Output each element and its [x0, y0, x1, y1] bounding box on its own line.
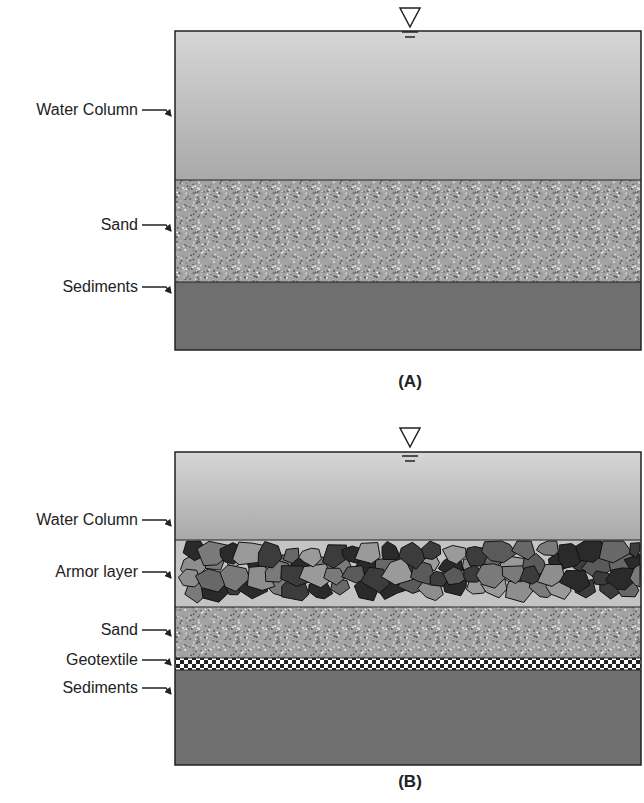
layer-label: Sediments — [62, 678, 138, 698]
layer-label: Armor layer — [55, 562, 138, 582]
panel-a — [175, 8, 641, 350]
panel-b — [175, 428, 641, 765]
layer-label: Sand — [101, 215, 138, 235]
layer-label: Water Column — [36, 100, 138, 120]
panel-caption: (A) — [398, 372, 422, 392]
layer-label: Water Column — [36, 510, 138, 530]
layer-label: Sand — [101, 620, 138, 640]
layer-label: Geotextile — [66, 650, 138, 670]
leader-lines — [142, 110, 171, 694]
layer-label: Sediments — [62, 277, 138, 297]
panel-caption: (B) — [398, 772, 422, 792]
